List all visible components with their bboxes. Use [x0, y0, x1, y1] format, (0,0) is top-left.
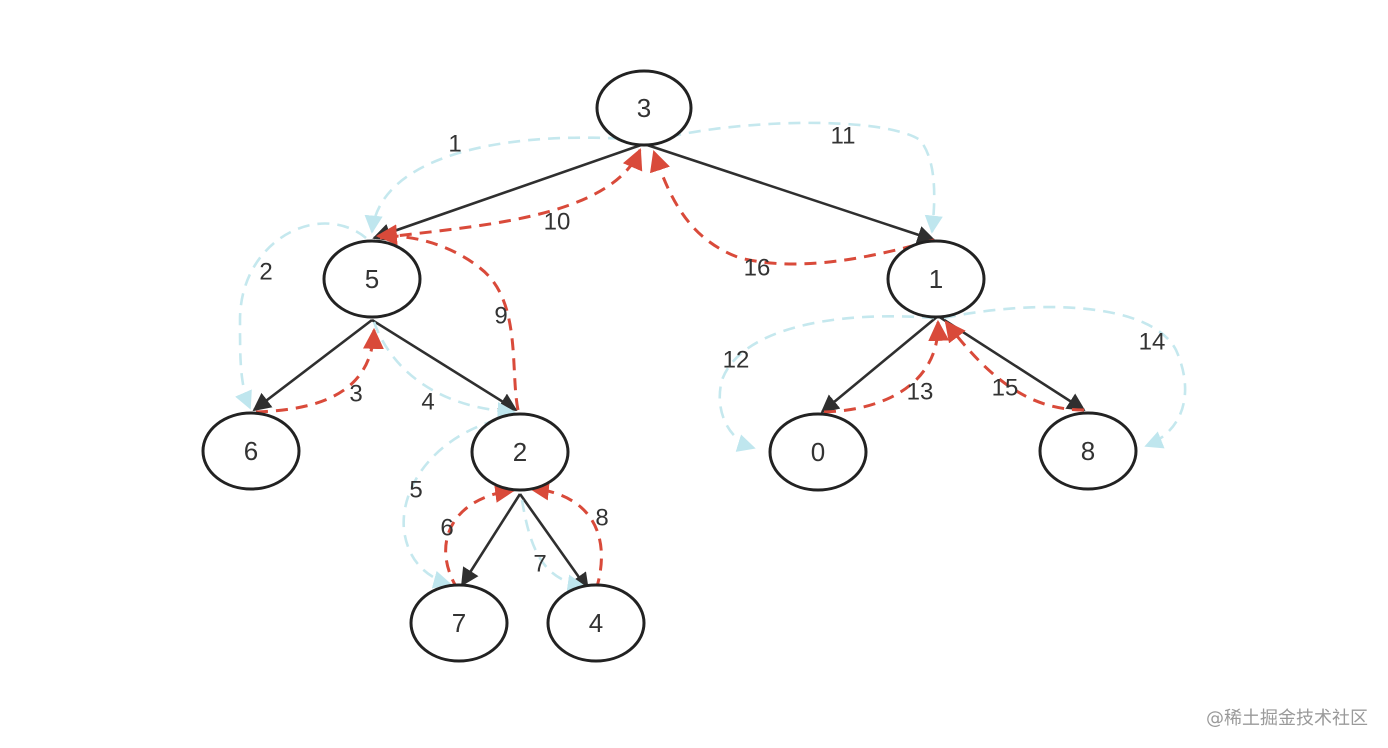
node-label: 2: [513, 437, 527, 467]
tree-node-0: 0: [768, 412, 868, 492]
tree-node-4: 4: [546, 583, 646, 663]
tree-edge-2-7: [460, 493, 522, 587]
step-label-12: 12: [723, 347, 750, 374]
step-label-14: 14: [1139, 329, 1166, 356]
node-label: 0: [811, 437, 825, 467]
tree-node-8: 8: [1038, 411, 1138, 491]
step-label-9: 9: [494, 303, 507, 330]
node-label: 5: [365, 264, 379, 294]
return-edge-step-6: [444, 481, 517, 591]
visit-edges: [235, 121, 1187, 593]
visit-edge-step-14: [943, 305, 1187, 449]
tree-node-3: 3: [595, 69, 693, 147]
step-label-10: 10: [544, 209, 571, 236]
return-edge-step-9: [375, 224, 520, 411]
node-label: 6: [244, 436, 258, 466]
visit-edge-step-7: [520, 499, 586, 593]
tree-edge-3-1: [643, 142, 936, 244]
step-label-8: 8: [595, 505, 608, 532]
node-label: 7: [452, 608, 466, 638]
step-label-2: 2: [259, 259, 272, 286]
node-label: 1: [929, 264, 943, 294]
return-edge-step-3: [255, 327, 384, 414]
visit-edge-step-11: [649, 121, 943, 234]
visit-edge-step-2: [235, 222, 367, 410]
visit-edge-step-12: [718, 315, 935, 452]
tree-edge-1-0: [820, 314, 939, 414]
visit-edge-step-4: [372, 321, 516, 421]
step-label-1: 1: [448, 131, 461, 158]
node-label: 3: [637, 93, 651, 123]
step-label-3: 3: [349, 381, 362, 408]
tree-node-6: 6: [201, 411, 301, 491]
watermark: @稀土掘金技术社区: [1206, 708, 1368, 729]
node-label: 8: [1081, 436, 1095, 466]
tree-node-5: 5: [322, 239, 422, 319]
step-label-4: 4: [421, 389, 434, 416]
step-label-13: 13: [907, 379, 934, 406]
tree-edge-3-5: [372, 142, 645, 242]
return-edge-step-8: [527, 479, 603, 591]
tree-edges: [252, 142, 1086, 592]
return-edge-step-10: [379, 148, 643, 240]
tree-edge-5-2: [371, 318, 518, 412]
step-label-7: 7: [533, 551, 546, 578]
return-edge-step-16: [650, 150, 935, 266]
visit-edge-step-5: [402, 418, 497, 589]
tree-edge-2-4: [518, 493, 590, 592]
tree-edge-5-6: [252, 318, 373, 412]
tree-node-7: 7: [409, 583, 509, 663]
return-edge-step-15: [944, 320, 1085, 412]
step-label-6: 6: [440, 515, 453, 542]
visit-edge-step-1: [364, 136, 641, 234]
return-edges: [255, 148, 1085, 591]
step-label-5: 5: [409, 477, 422, 504]
step-label-15: 15: [992, 375, 1019, 402]
step-label-11: 11: [831, 123, 856, 150]
step-labels: 1 2 3 4 5 6 7 8 9 10 11 12 13 14 15 16: [259, 123, 1165, 578]
tree-node-2: 2: [470, 412, 570, 492]
step-label-16: 16: [744, 255, 771, 282]
tree-node-1: 1: [886, 239, 986, 319]
return-edge-step-13: [823, 319, 950, 414]
node-label: 4: [589, 608, 603, 638]
